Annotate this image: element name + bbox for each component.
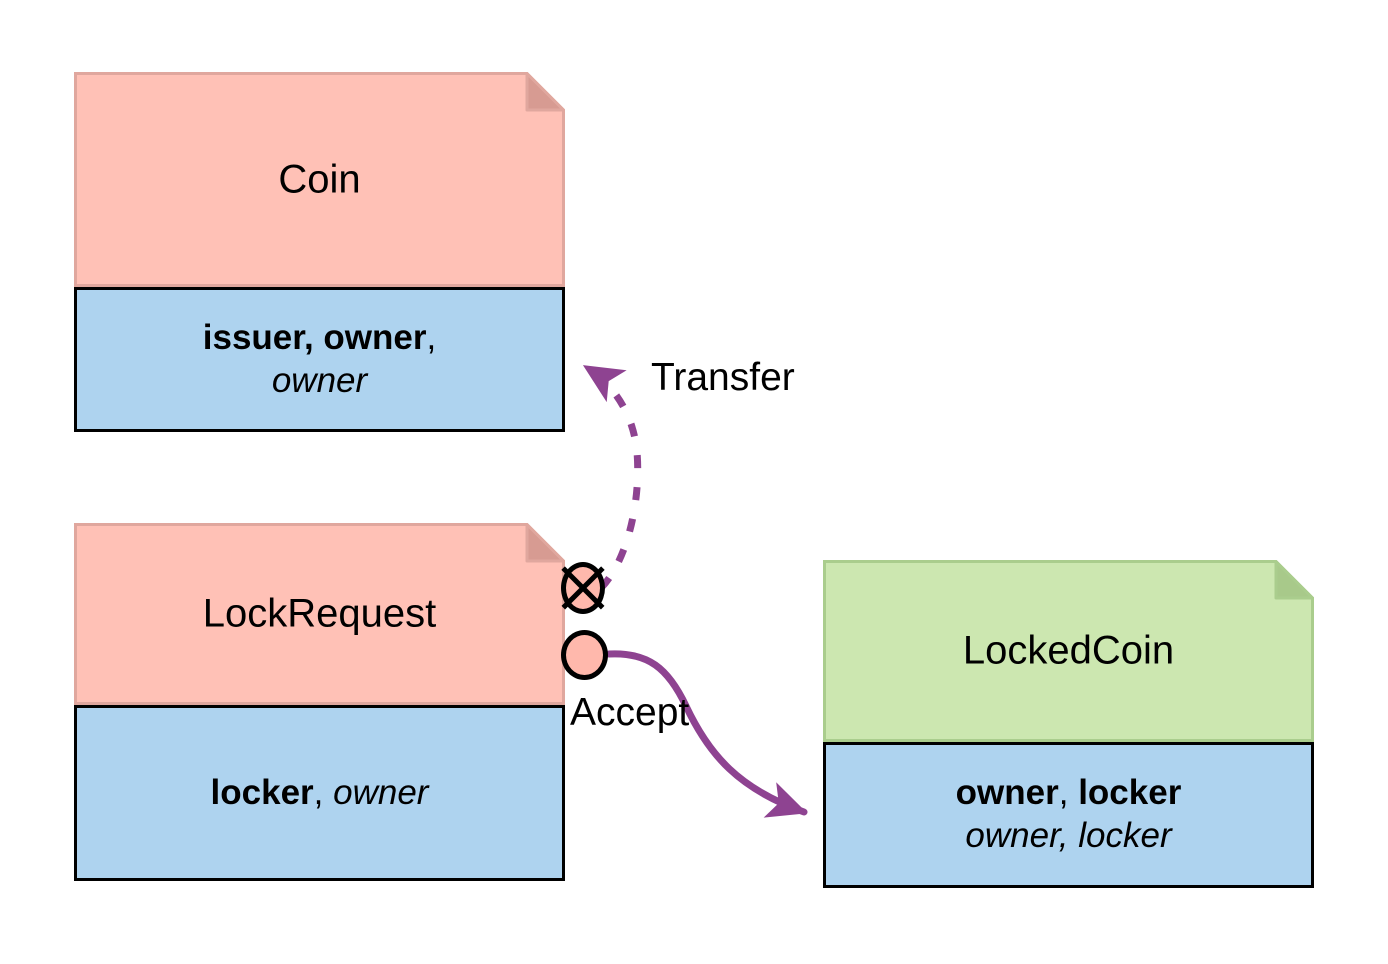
lockedcoin-node[interactable]: LockedCoin owner, locker owner, locker: [823, 560, 1314, 888]
coin-attr-1-seg-1: issuer, owner: [202, 317, 427, 357]
lockrequest-header: LockRequest: [74, 523, 565, 705]
lockedcoin-attr-line-1: owner, locker: [956, 772, 1182, 815]
lockrequest-attributes: locker, owner: [74, 705, 565, 881]
lockrequest-header-shape: [74, 523, 565, 705]
lockedcoin-header-shape: [823, 560, 1314, 742]
port-accept-circle-icon[interactable]: [561, 630, 608, 680]
coin-attributes: issuer, owner, owner: [74, 287, 565, 432]
lockedcoin-attributes: owner, locker owner, locker: [823, 742, 1314, 888]
coin-attr-2-seg-1: owner: [271, 360, 368, 400]
lockedcoin-attr-1-seg-2: ,: [1058, 773, 1079, 813]
coin-header-shape: [74, 72, 565, 287]
lockedcoin-attr-1-seg-1: owner: [955, 773, 1059, 813]
lockrequest-attr-line-1: locker, owner: [211, 772, 429, 815]
lockedcoin-header: LockedCoin: [823, 560, 1314, 742]
lockrequest-attr-1-seg-3: owner: [333, 772, 429, 812]
transfer-connector: [582, 364, 642, 591]
lockrequest-node[interactable]: LockRequest locker, owner: [74, 523, 565, 881]
coin-attr-line-1: issuer, owner,: [203, 317, 436, 360]
coin-header: Coin: [74, 72, 565, 287]
coin-node[interactable]: Coin issuer, owner, owner: [74, 72, 565, 432]
transfer-edge-label: Transfer: [651, 356, 795, 399]
lockedcoin-attr-line-2: owner, locker: [965, 815, 1171, 858]
coin-attr-line-2: owner: [272, 360, 367, 403]
lockedcoin-attr-2-seg-1: owner, locker: [965, 816, 1172, 855]
port-consume-crossed-icon[interactable]: [561, 562, 605, 614]
lockedcoin-attr-1-seg-3: locker: [1078, 773, 1182, 813]
coin-attr-1-seg-2: ,: [426, 317, 437, 357]
lockrequest-attr-1-seg-2: ,: [313, 772, 334, 812]
lockrequest-attr-1-seg-1: locker: [210, 772, 314, 812]
accept-edge-label: Accept: [570, 691, 690, 734]
